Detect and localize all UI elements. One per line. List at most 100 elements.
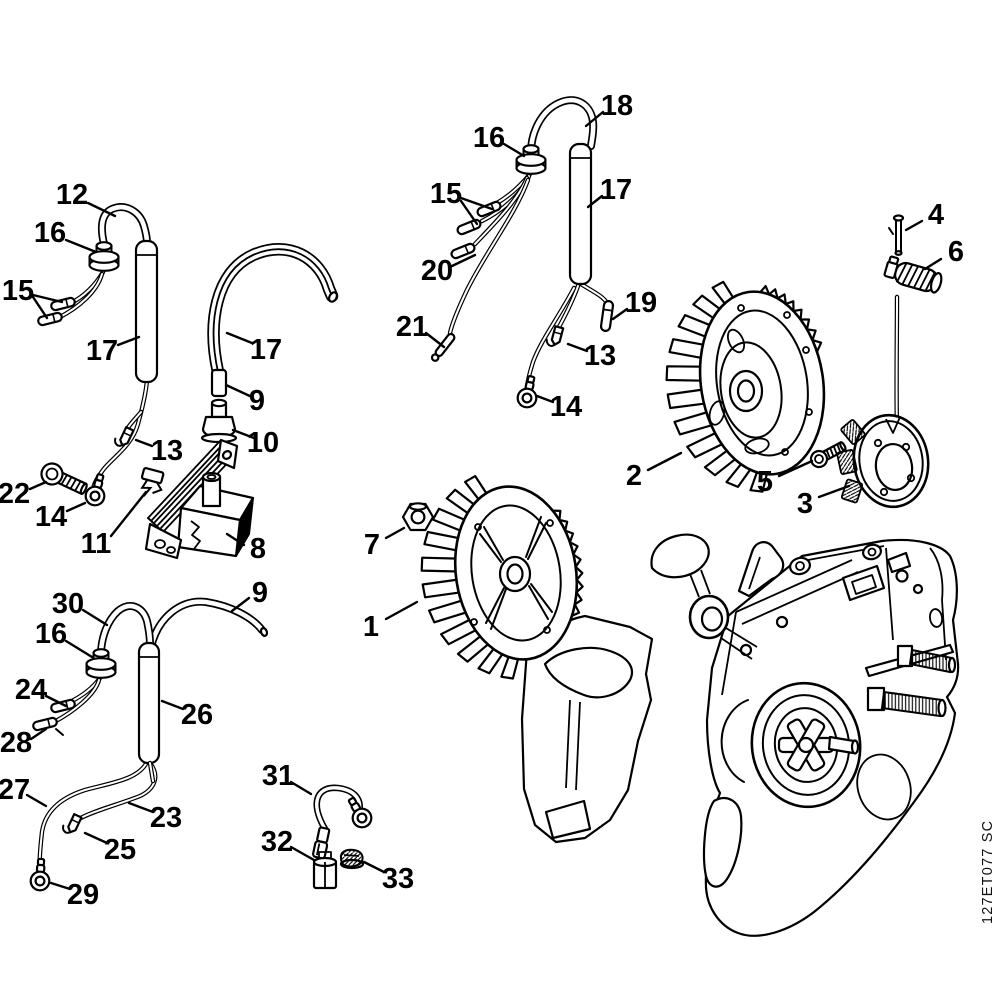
leader-line bbox=[65, 501, 87, 513]
flywheel-screw-illustration bbox=[809, 441, 847, 469]
leader-line bbox=[646, 451, 683, 472]
leader-line bbox=[44, 694, 68, 708]
callout-31: 31 bbox=[262, 760, 294, 792]
leader-line bbox=[134, 438, 154, 448]
leader-line bbox=[224, 383, 254, 399]
ground-wire-illustration bbox=[312, 788, 376, 860]
leader-line bbox=[29, 727, 48, 741]
callout-16c: 16 bbox=[35, 618, 67, 650]
callout-14a: 14 bbox=[35, 501, 67, 533]
wiring-harness-bottom-illustration bbox=[29, 602, 269, 892]
leader-line bbox=[230, 596, 251, 613]
leader-line bbox=[289, 780, 313, 796]
leader-line bbox=[611, 307, 629, 321]
leader-line bbox=[86, 201, 117, 218]
leader-line bbox=[384, 600, 419, 621]
short-circuit-wire-illustration bbox=[36, 207, 159, 509]
callout-13b: 13 bbox=[584, 340, 616, 372]
callout-4: 4 bbox=[928, 199, 944, 231]
watermark: 127ET077 SC bbox=[980, 820, 996, 924]
callout-9b: 9 bbox=[252, 577, 268, 609]
leader-line bbox=[817, 484, 851, 499]
leader-line bbox=[160, 699, 185, 711]
leader-line bbox=[362, 860, 386, 874]
leader-line bbox=[64, 238, 98, 254]
leader-line bbox=[384, 526, 406, 540]
flywheel-nut-illustration bbox=[401, 502, 435, 532]
callout-16a: 16 bbox=[34, 217, 66, 249]
callout-2: 2 bbox=[626, 460, 642, 492]
callout-26: 26 bbox=[181, 699, 213, 731]
callout-10: 10 bbox=[247, 427, 279, 459]
callout-17a: 17 bbox=[86, 335, 118, 367]
connector-19-illustration bbox=[599, 300, 615, 332]
callout-17b: 17 bbox=[250, 334, 282, 366]
leader-line bbox=[28, 480, 48, 491]
callout-25: 25 bbox=[104, 834, 136, 866]
leader-line bbox=[225, 532, 246, 547]
spring-illustration bbox=[883, 255, 943, 294]
carbon-brush-illustration bbox=[312, 851, 338, 890]
leader-line bbox=[904, 219, 924, 232]
wiring-harness-top-illustration bbox=[430, 100, 615, 411]
leader-line bbox=[225, 331, 254, 345]
callout-6: 6 bbox=[948, 236, 964, 268]
grommet-16-top-left bbox=[88, 241, 120, 272]
callout-12: 12 bbox=[56, 179, 88, 211]
leader-line bbox=[83, 831, 109, 845]
leader-line bbox=[502, 142, 526, 158]
pin-illustration bbox=[888, 214, 905, 256]
callout-19: 19 bbox=[625, 287, 657, 319]
cap-33-illustration bbox=[339, 848, 365, 870]
callout-30: 30 bbox=[52, 588, 84, 620]
leader-line bbox=[81, 608, 109, 627]
flywheel-2-illustration bbox=[665, 280, 826, 493]
callout-32: 32 bbox=[261, 826, 293, 858]
leader-line bbox=[116, 335, 141, 347]
callout-17c: 17 bbox=[600, 174, 632, 206]
callout-28: 28 bbox=[0, 727, 32, 759]
leader-line bbox=[289, 845, 316, 862]
grommet-16-bottom-left bbox=[85, 648, 117, 679]
leader-line bbox=[459, 196, 494, 211]
callout-1: 1 bbox=[363, 611, 379, 643]
leader-line bbox=[450, 253, 477, 268]
leader-line bbox=[127, 801, 155, 814]
leader-line bbox=[109, 490, 148, 538]
leader-line bbox=[49, 881, 72, 891]
ignition-module-illustration bbox=[836, 297, 930, 509]
callout-15a: 15 bbox=[2, 275, 34, 307]
callout-13a: 13 bbox=[151, 435, 183, 467]
callout-16b: 16 bbox=[473, 122, 505, 154]
leader-line bbox=[231, 428, 256, 440]
grommet-10-illustration bbox=[200, 398, 238, 444]
leader-line bbox=[586, 194, 604, 209]
leader-line bbox=[459, 199, 479, 226]
leader-line bbox=[535, 394, 555, 404]
clip-11-illustration bbox=[140, 467, 165, 497]
leader-line bbox=[584, 110, 605, 128]
screw-22-illustration bbox=[40, 462, 88, 495]
leader-line bbox=[64, 639, 94, 659]
callout-33: 33 bbox=[382, 863, 414, 895]
leader-line bbox=[923, 257, 943, 271]
flywheel-1-illustration bbox=[420, 475, 584, 680]
callout-7: 7 bbox=[364, 529, 380, 561]
callout-15b: 15 bbox=[430, 178, 462, 210]
callout-22: 22 bbox=[0, 478, 30, 510]
crankcase-illustration bbox=[520, 533, 960, 937]
callout-11: 11 bbox=[81, 528, 112, 560]
callout-24: 24 bbox=[15, 674, 47, 706]
leader-line bbox=[566, 342, 589, 353]
callout-27: 27 bbox=[0, 774, 30, 806]
callout-29: 29 bbox=[67, 879, 99, 911]
leader-line bbox=[31, 293, 64, 304]
callout-21: 21 bbox=[396, 311, 428, 343]
callout-18: 18 bbox=[601, 90, 633, 122]
connector-21-illustration bbox=[430, 332, 456, 362]
leader-line bbox=[31, 295, 49, 320]
grommet-16-top-middle bbox=[515, 144, 547, 175]
callout-3: 3 bbox=[797, 488, 813, 520]
